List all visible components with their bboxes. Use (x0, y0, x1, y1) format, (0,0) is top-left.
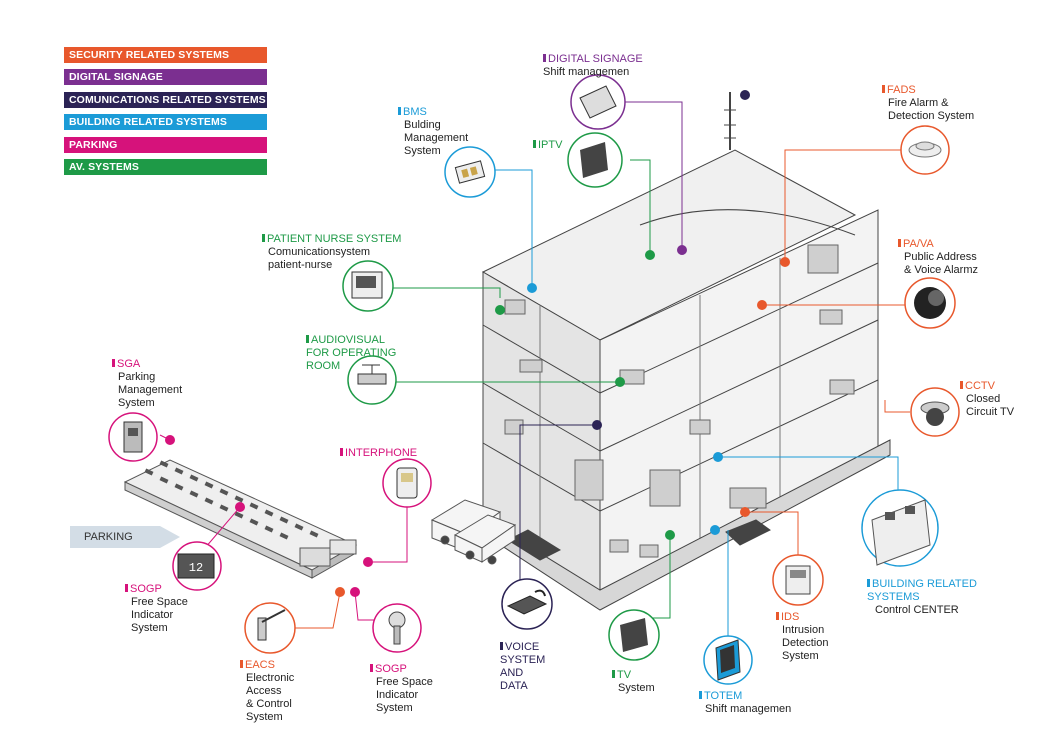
callout-bms: BMS Bulding Management System (398, 106, 468, 158)
callout-title: BMS (398, 106, 468, 119)
space-indicator-sign-icon: 12 (172, 541, 222, 591)
intrusion-sensor-icon (772, 554, 824, 606)
callout-fads: FADS Fire Alarm & Detection System (882, 84, 974, 123)
digital-signage-icon (570, 74, 626, 130)
nurse-call-panel-icon (342, 260, 394, 312)
legend-av-systems: AV. SYSTEMS (64, 159, 267, 175)
callout-desc: System (618, 682, 655, 694)
callout-tv: TV System (612, 669, 655, 695)
callout-title: SOGP (370, 663, 433, 676)
callout-title: AUDIOVISUAL FOR OPERATING ROOM (306, 334, 397, 372)
bms-panel-icon (444, 146, 496, 198)
callout-title: CCTV (960, 380, 1014, 393)
callout-title: PATIENT NURSE SYSTEM (262, 233, 401, 246)
callout-interphone: INTERPHONE (340, 447, 417, 460)
callout-desc: Intrusion Detection System (782, 624, 829, 662)
sign-digits: 12 (189, 561, 203, 575)
control-center-icon (861, 489, 939, 567)
callout-desc: Fire Alarm & Detection System (888, 97, 975, 122)
tv-screen-icon (608, 609, 660, 661)
callout-sga: SGA Parking Management System (112, 358, 182, 410)
callout-voice: VOICE SYSTEM AND DATA (500, 641, 545, 693)
leader-lines (159, 101, 910, 636)
legend-parking: PARKING (64, 137, 267, 153)
callout-sogp-bottom: SOGP Free Space Indicator System (370, 663, 433, 715)
callout-title: BUILDING RELATED SYSTEMS (867, 578, 977, 603)
parking-terminal-icon (108, 412, 158, 462)
callout-title: TV (612, 669, 655, 682)
callout-title: IDS (776, 611, 828, 624)
dome-camera-icon (910, 387, 960, 437)
free-space-sensor-icon (372, 603, 422, 653)
callout-title: VOICE SYSTEM AND DATA (500, 641, 546, 692)
legend-building: BUILDING RELATED SYSTEMS (64, 114, 267, 130)
callout-desc: Shift managemen (705, 703, 792, 715)
callout-desc: Public Address & Voice Alarmz (904, 251, 978, 276)
access-barrier-icon (244, 602, 296, 654)
ambulances (430, 499, 517, 565)
speaker-icon (904, 277, 956, 329)
legend-digital-signage: DIGITAL SIGNAGE (64, 69, 267, 85)
callout-title: DIGITAL SIGNAGE (543, 53, 643, 66)
callout-patient-nurse: PATIENT NURSE SYSTEM Comunicationsystem … (262, 233, 401, 272)
callout-desc: Comunicationsystem patient-nurse (268, 246, 371, 271)
callout-iptv: IPTV (533, 139, 562, 152)
callout-title: PA/VA (898, 238, 978, 251)
building (469, 92, 891, 611)
parking-deck (123, 459, 358, 579)
callout-cctv: CCTV Closed Circuit TV (960, 380, 1014, 419)
callout-desc: Closed Circuit TV (966, 393, 1015, 418)
callout-title: EACS (240, 659, 294, 672)
totem-kiosk-icon (703, 635, 753, 685)
callout-desc: Shift managemen (543, 66, 630, 78)
callout-desc: Electronic Access & Control System (246, 672, 295, 723)
callout-title: TOTEM (699, 690, 791, 703)
callout-title: INTERPHONE (340, 447, 417, 460)
callout-desc: Control CENTER (875, 604, 959, 616)
legend-security: SECURITY RELATED SYSTEMS (64, 47, 267, 63)
callout-digital-signage: DIGITAL SIGNAGE Shift managemen (543, 53, 643, 79)
connection-dots (165, 90, 790, 597)
iptv-screen-icon (567, 132, 623, 188)
interphone-icon (382, 458, 432, 508)
callout-title: IPTV (533, 139, 562, 152)
callout-ids: IDS Intrusion Detection System (776, 611, 828, 663)
callout-pava: PA/VA Public Address & Voice Alarmz (898, 238, 978, 277)
parking-label: PARKING (84, 531, 133, 543)
callout-desc: Free Space Indicator System (131, 596, 188, 634)
callout-title: FADS (882, 84, 974, 97)
callout-building-control: BUILDING RELATED SYSTEMS Control CENTER (867, 578, 977, 617)
callout-title: SGA (112, 358, 182, 371)
callout-eacs: EACS Electronic Access & Control System (240, 659, 294, 724)
parking-arrow (70, 526, 180, 548)
legend-communications: COMUNICATIONS RELATED SYSTEMS (64, 92, 267, 108)
voice-phone-icon (501, 578, 553, 630)
callout-title: SOGP (125, 583, 188, 596)
callout-audiovisual: AUDIOVISUAL FOR OPERATING ROOM (306, 334, 396, 373)
smoke-detector-icon (900, 125, 950, 175)
callout-sogp-left: SOGP Free Space Indicator System (125, 583, 188, 635)
callout-totem: TOTEM Shift managemen (699, 690, 791, 716)
callout-desc: Bulding Management System (404, 119, 469, 157)
callout-desc: Parking Management System (118, 371, 183, 409)
callout-desc: Free Space Indicator System (376, 676, 433, 714)
